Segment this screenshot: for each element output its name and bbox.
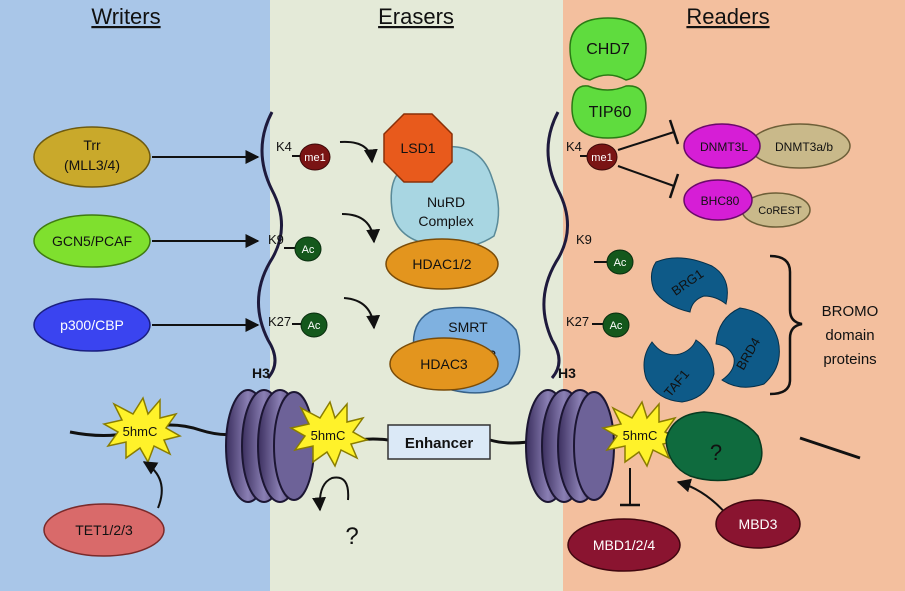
erasers-column-bg — [270, 0, 563, 591]
k9-label-left: K9 — [268, 232, 284, 247]
bhc80-label: BHC80 — [701, 194, 740, 208]
lsd1-node — [383, 113, 453, 183]
me1-label-left: me1 — [304, 152, 325, 164]
ac-label-k27-right: Ac — [610, 320, 623, 332]
dnmt3l-node — [683, 123, 761, 169]
me1-mark-right — [586, 143, 618, 171]
smrt-label: SMRT — [448, 319, 488, 335]
gcn5-label: GCN5/PCAF — [52, 233, 132, 249]
tet-label: TET1/2/3 — [75, 522, 133, 538]
lsd1-label: LSD1 — [400, 140, 435, 156]
mbd3-node — [715, 499, 801, 549]
h3-label-left: H3 — [252, 365, 270, 381]
tip60-label: TIP60 — [589, 104, 632, 121]
readers-header: Readers — [686, 4, 769, 29]
gcn5-pcaf-node — [33, 214, 151, 268]
ac-label-k9-right: Ac — [614, 257, 627, 269]
bromo-label: BROMO — [822, 303, 879, 320]
k4-label-right: K4 — [566, 139, 582, 154]
inhibit-dnmt3l-bar — [668, 119, 680, 145]
inhibit-dnmt3l-line — [617, 131, 675, 151]
proteins-label: proteins — [823, 351, 876, 368]
corest-label: CoREST — [758, 205, 802, 217]
5hmc-label-right: 5hmC — [623, 428, 658, 443]
k27-label-left: K27 — [268, 314, 291, 329]
nurd-label: NuRD — [427, 194, 465, 210]
tet-arrow — [142, 461, 163, 509]
dnmt3ab-label: DNMT3a/b — [775, 140, 833, 154]
brd4-node — [715, 307, 780, 388]
mbd3-label: MBD3 — [739, 516, 778, 532]
ac-label-k27-left: Ac — [308, 320, 321, 332]
tip60-node — [571, 85, 647, 139]
taf1-node — [643, 339, 715, 403]
mbd124-node — [567, 518, 681, 572]
mll34-label: (MLL3/4) — [64, 157, 120, 173]
dnmt3l-label: DNMT3L — [700, 140, 748, 154]
center-question: ? — [345, 523, 358, 550]
ac-mark-k27-left — [300, 312, 328, 338]
ac-mark-k27-right — [602, 312, 630, 338]
nurd-complex-label: Complex — [418, 213, 473, 229]
writers-header: Writers — [91, 4, 160, 29]
bhc80-node — [683, 179, 753, 221]
me1-label-right: me1 — [591, 152, 612, 164]
chd7-label: CHD7 — [586, 41, 630, 58]
inhibit-bhc80-line — [617, 165, 675, 187]
h3-label-right: H3 — [558, 365, 576, 381]
me1-mark-left — [299, 143, 331, 171]
ac-mark-k9-right — [606, 249, 634, 275]
unknown-reader-node — [665, 411, 763, 482]
bromo-bracket — [769, 254, 803, 396]
hdac3-node — [389, 337, 499, 391]
center-curved-arrow — [312, 476, 350, 512]
p300-cbp-node — [33, 298, 151, 352]
nucleosome-right — [525, 389, 615, 503]
p300-label: p300/CBP — [60, 317, 124, 333]
nucleosome-left — [225, 389, 315, 503]
trr-label: Trr — [83, 137, 101, 153]
eraser-arrow-k27 — [343, 297, 381, 330]
hdac3-label: HDAC3 — [420, 356, 468, 372]
hdac12-node — [385, 238, 499, 290]
5hmc-burst-left — [101, 396, 182, 464]
unknown-reader-question: ? — [710, 440, 722, 465]
trr-mll34-node — [33, 126, 151, 188]
brg1-node — [650, 257, 728, 313]
5hmc-label-left: 5hmC — [123, 424, 158, 439]
chd7-node — [569, 17, 647, 81]
k9-label-right: K9 — [576, 232, 592, 247]
hdac12-label: HDAC1/2 — [412, 256, 471, 272]
eraser-arrow-k4 — [339, 140, 378, 164]
5hmc-burst-center — [288, 400, 369, 468]
enhancer-box — [387, 424, 491, 460]
ac-label-k9-left: Ac — [302, 244, 315, 256]
5hmc-burst-right — [600, 400, 681, 468]
tet-node — [43, 503, 165, 557]
inhibit-bhc80-bar — [668, 173, 680, 199]
mbd124-label: MBD1/2/4 — [593, 537, 655, 553]
readers-column-bg — [563, 0, 905, 591]
k4-label-left: K4 — [276, 139, 292, 154]
histone-tail-left — [257, 111, 283, 379]
histone-tail-right — [542, 111, 569, 379]
erasers-header: Erasers — [378, 4, 454, 29]
ac-mark-k9-left — [294, 236, 322, 262]
k27-label-right: K27 — [566, 314, 589, 329]
5hmc-label-center: 5hmC — [311, 428, 346, 443]
eraser-arrow-k9 — [341, 213, 381, 244]
domain-label: domain — [825, 327, 874, 344]
enhancer-label: Enhancer — [405, 435, 474, 452]
writers-column-bg — [0, 0, 270, 591]
